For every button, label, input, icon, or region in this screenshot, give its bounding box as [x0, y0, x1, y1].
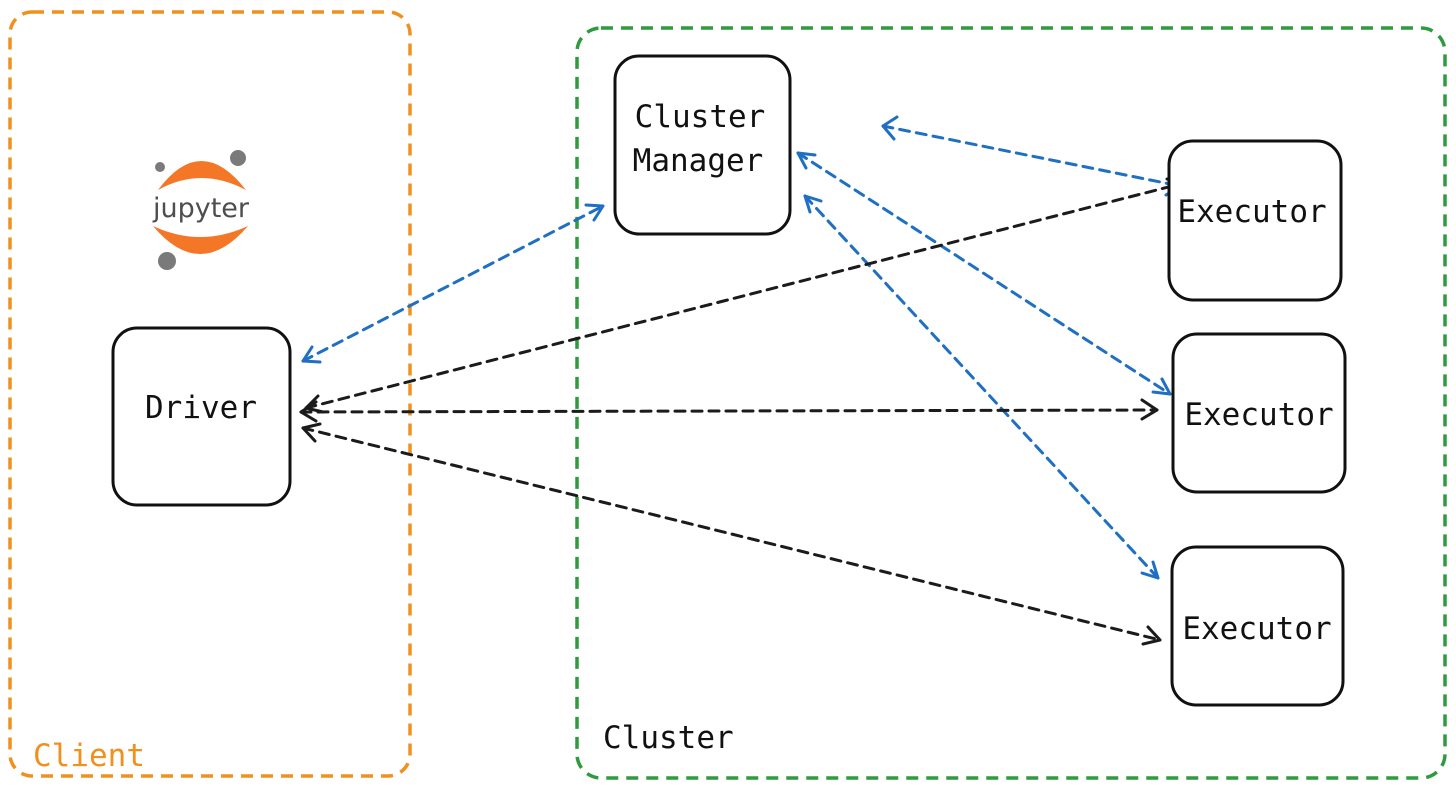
jupyter-logo: jupyter [152, 150, 250, 270]
link-cluster-manager-executor-1 [881, 115, 1182, 197]
executor-node-2[interactable]: Executor [1171, 332, 1347, 494]
executor-label-2: Executor [1184, 397, 1333, 433]
executor-label-1: Executor [1177, 194, 1326, 230]
link-driver-executor-2 [299, 398, 1159, 423]
link-driver-executor-3 [301, 422, 1162, 646]
cluster-region-label: Cluster [603, 720, 734, 756]
driver-node[interactable]: Driver [111, 326, 292, 507]
jupyter-dot-bottom-left [158, 252, 176, 270]
link-cluster-manager-executor-2 [796, 151, 1172, 396]
driver-label: Driver [145, 390, 257, 426]
client-region [8, 10, 412, 778]
client-region-label: Client [33, 738, 145, 774]
jupyter-arc-top [158, 161, 246, 190]
link-cluster-manager-executor-3 [803, 194, 1160, 580]
cluster-region [575, 26, 1447, 780]
cluster-manager-label-line2: Manager [633, 143, 764, 179]
cluster-manager-node[interactable]: Cluster Manager [613, 54, 792, 236]
jupyter-logo-text: jupyter [152, 193, 250, 224]
executor-node-1[interactable]: Executor [1167, 139, 1343, 302]
cluster-manager-label-line1: Cluster [635, 99, 766, 135]
jupyter-arc-bottom [153, 226, 248, 254]
link-driver-cluster-manager [301, 203, 605, 364]
jupyter-dot-top-left [155, 162, 165, 172]
jupyter-dot-top-right [230, 150, 246, 166]
executor-label-3: Executor [1182, 611, 1331, 647]
executor-node-3[interactable]: Executor [1170, 545, 1345, 707]
